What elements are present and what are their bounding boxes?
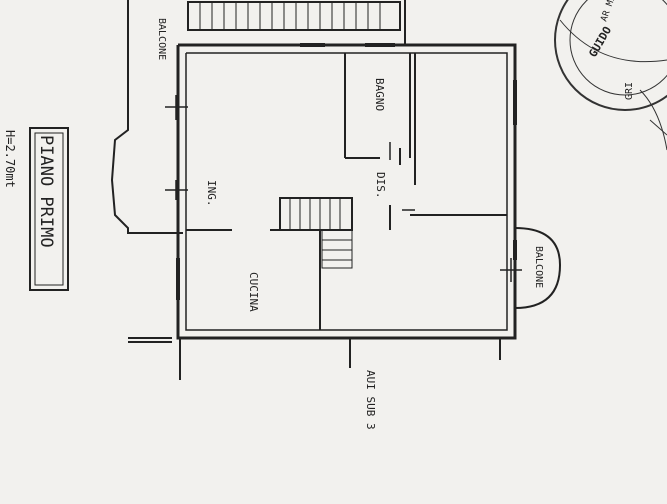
height-note: H=2.70mt <box>3 130 17 188</box>
walls <box>110 0 562 380</box>
staircase-treads <box>199 2 381 30</box>
room-label-bagno: BAGNO <box>373 78 386 111</box>
windows <box>176 43 517 300</box>
title-frame <box>29 127 69 291</box>
balcony-right-outline <box>514 227 562 309</box>
inner-wall-line <box>185 52 508 331</box>
stamp-fragment-text: GRI <box>624 82 635 100</box>
outer-wall <box>176 43 517 340</box>
room-label-balcone-top: BALCONE <box>156 18 167 60</box>
external-staircase <box>187 1 401 31</box>
adjacent-unit-label: AUI SUB 3 <box>364 370 377 430</box>
room-label-ingresso: ING. <box>205 180 218 207</box>
plan-title: PIANO PRIMO <box>36 135 56 248</box>
door-markers <box>165 95 522 282</box>
room-label-disimpegno: DIS. <box>374 172 387 199</box>
room-label-cucina: CUCINA <box>247 272 260 312</box>
balcony-top-outline <box>110 0 183 234</box>
title-block: PIANO PRIMO H=2.70mt <box>3 127 69 291</box>
room-label-balcone-right: BALCONE <box>533 246 544 288</box>
internal-staircase <box>279 197 353 231</box>
